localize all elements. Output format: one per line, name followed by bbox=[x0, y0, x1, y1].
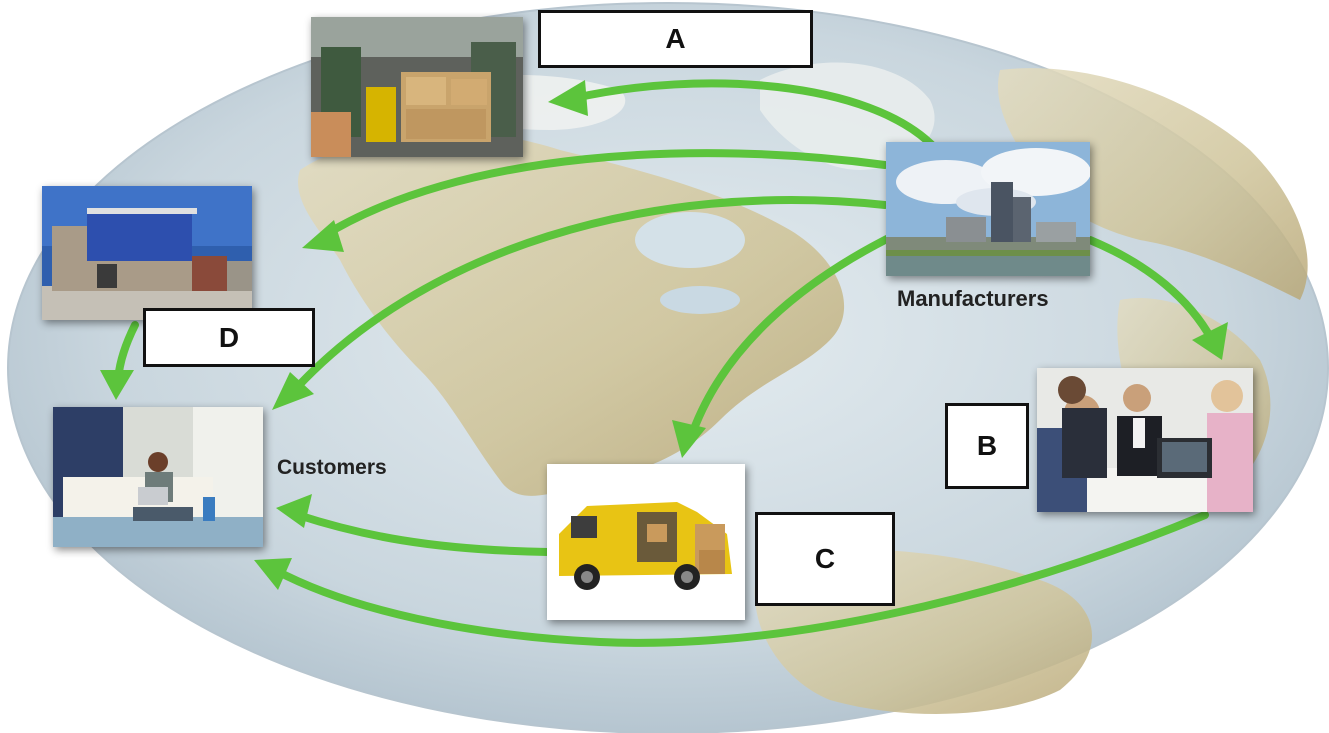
label-box-a: A bbox=[538, 10, 813, 68]
arrowhead-retail bbox=[302, 220, 344, 252]
arrow-van-to-customers bbox=[294, 511, 552, 556]
land-eurasia bbox=[998, 68, 1308, 300]
arrow-manufacturers-to-customers bbox=[286, 196, 889, 399]
label-box-b: B bbox=[945, 403, 1029, 489]
arrow-manufacturers-to-warehouse bbox=[571, 79, 939, 152]
arrowhead-a bbox=[548, 80, 588, 116]
arrowhead-retail-customers bbox=[100, 370, 134, 400]
arrowhead-customers-long bbox=[272, 372, 314, 410]
arrow-manufacturers-to-retail bbox=[316, 149, 889, 242]
arrow-agents-to-customers bbox=[271, 511, 1209, 647]
customers-label: Customers bbox=[277, 456, 387, 479]
label-box-c: C bbox=[755, 512, 895, 606]
arrow-manufacturers-to-van bbox=[686, 226, 909, 444]
van-photo bbox=[547, 464, 745, 620]
agents-photo bbox=[1037, 368, 1253, 512]
manufacturers-label: Manufacturers bbox=[897, 286, 1049, 311]
customers-photo bbox=[53, 407, 263, 547]
great-lakes bbox=[660, 286, 740, 314]
warehouse-photo bbox=[311, 17, 523, 157]
arrowhead-van-customers bbox=[276, 494, 312, 528]
arrowhead-agents-customers bbox=[254, 558, 292, 590]
hudson-bay bbox=[635, 212, 745, 268]
label-box-d: D bbox=[143, 308, 315, 367]
manufacturers-photo bbox=[886, 142, 1090, 276]
arrow-manufacturers-to-agents bbox=[1086, 236, 1216, 344]
arrowhead-van bbox=[672, 420, 706, 458]
arrowhead-b bbox=[1192, 322, 1228, 360]
retail-store-photo bbox=[42, 186, 252, 320]
